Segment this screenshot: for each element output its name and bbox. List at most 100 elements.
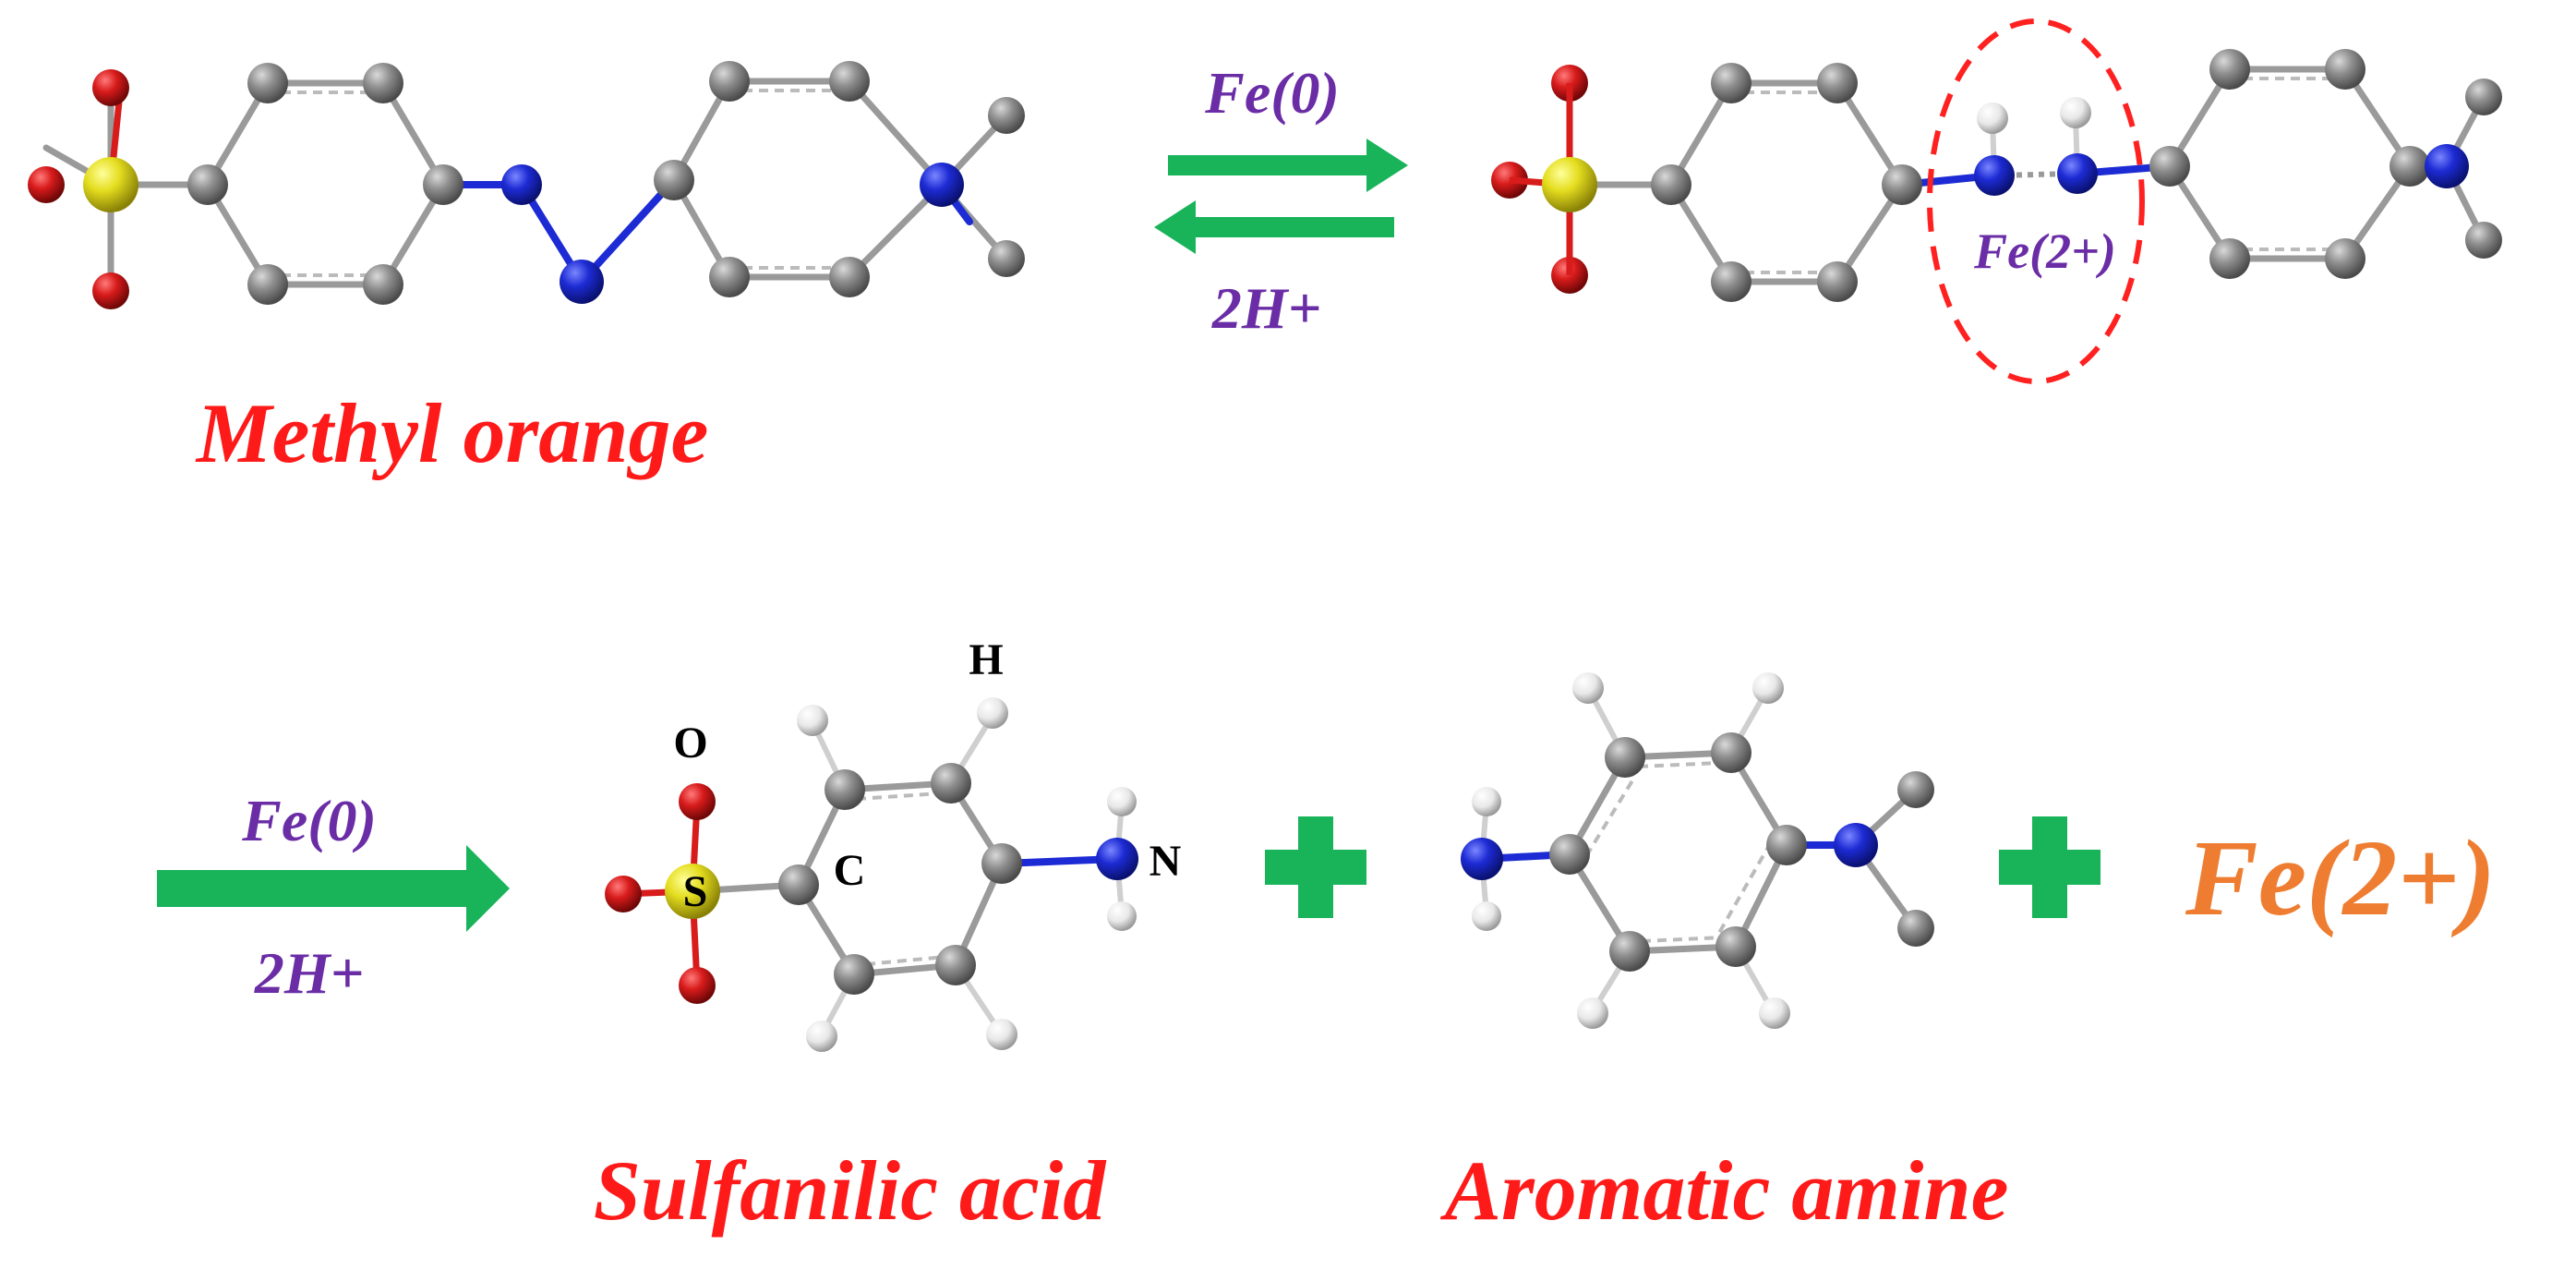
aromatic-amine-name: Aromatic amine: [1440, 1143, 2009, 1238]
nitrogen-atom: [560, 260, 604, 304]
hydrogen-atom: [986, 1019, 1017, 1050]
carbon-atom: [2465, 222, 2502, 259]
oxygen-atom: [679, 783, 716, 820]
carbon-atom: [1609, 931, 1650, 972]
carbon-atom: [2465, 79, 2502, 115]
methyl-orange-molecule: [28, 61, 1025, 309]
reverse-reagent-label: 2H+: [1211, 275, 1321, 341]
carbon-atom: [1817, 261, 1858, 302]
left-arrow-icon: [1154, 200, 1394, 254]
hydrogen-atom: [977, 697, 1008, 729]
atom-label-o: O: [673, 719, 707, 767]
oxygen-atom: [28, 166, 65, 203]
nitrogen-atom: [920, 163, 964, 207]
carbon-atom: [2209, 238, 2250, 279]
carbon-atom: [423, 164, 463, 205]
oxygen-atom: [605, 876, 642, 912]
sulfanilic-acid-name: Sulfanilic acid: [594, 1143, 1108, 1238]
aromatic-amine-molecule: [1461, 672, 1934, 1029]
carbon-atom: [981, 843, 1022, 884]
nitrogen-atom: [1096, 838, 1138, 880]
carbon-atom: [1711, 732, 1751, 773]
iron-ion-product: Fe(2+): [2185, 817, 2496, 938]
step2-top-reagent-label: Fe(0): [241, 788, 377, 853]
atom-label-c: C: [834, 846, 866, 895]
carbon-atom: [363, 63, 403, 103]
carbon-atom: [247, 264, 288, 305]
oxygen-atom: [92, 272, 129, 309]
carbon-atom: [1605, 737, 1645, 778]
oxygen-atom: [679, 967, 716, 1004]
right-arrow-icon: [1168, 139, 1408, 192]
carbon-atom: [834, 954, 874, 995]
sulfur-atom: [665, 864, 720, 919]
nitrogen-atom: [1974, 155, 2015, 196]
hydrogen-atom: [806, 1021, 837, 1052]
carbon-atom: [2325, 238, 2365, 279]
carbon-atom: [1711, 63, 1751, 103]
atom-label-n: N: [1150, 837, 1182, 886]
carbon-atom: [829, 257, 870, 297]
atom-label-s: S: [683, 867, 708, 916]
step2-bottom-reagent-label: 2H+: [254, 940, 364, 1006]
dashed-highlight-ellipse: [1927, 18, 2145, 384]
carbon-atom: [1711, 261, 1751, 302]
right-arrow-icon: [157, 845, 510, 932]
hydrogen-atom: [2060, 97, 2091, 128]
carbon-atom: [1549, 834, 1590, 875]
carbon-atom: [2389, 146, 2430, 187]
oxygen-atom: [92, 69, 129, 106]
step2-arrow: Fe(0) 2H+: [157, 788, 510, 1006]
carbon-atom: [2149, 146, 2190, 187]
carbon-atom: [709, 61, 750, 102]
carbon-atom: [1817, 63, 1858, 103]
nitrogen-atom: [1834, 823, 1878, 867]
hydrogen-atom: [1572, 672, 1604, 704]
carbon-atom: [1897, 771, 1934, 808]
carbon-atom: [829, 61, 870, 102]
sulfur-atom: [83, 157, 138, 212]
carbon-atom: [247, 63, 288, 103]
hydrazo-intermediate-molecule: Fe(2+): [1491, 18, 2502, 384]
hydrogen-atom: [1752, 672, 1784, 704]
hydrogen-atom: [1977, 103, 2008, 134]
hydrogen-atom: [1577, 997, 1608, 1029]
plus-icon: [1265, 816, 1366, 918]
hydrogen-atom: [797, 705, 828, 736]
carbon-atom: [709, 257, 750, 297]
forward-reagent-label: Fe(0): [1204, 60, 1340, 126]
carbon-atom: [935, 945, 976, 985]
hydrogen-atom: [1472, 901, 1501, 931]
carbon-atom: [1766, 825, 1807, 865]
hydrogen-atom: [1759, 997, 1790, 1029]
carbon-atom: [1882, 164, 1922, 205]
sulfanilic-acid-molecule: H O C S N: [605, 635, 1182, 1052]
equilibrium-arrows: Fe(0) 2H+: [1154, 60, 1408, 341]
nitrogen-atom: [1461, 838, 1503, 880]
carbon-atom: [988, 97, 1025, 134]
carbon-atom: [825, 769, 865, 810]
carbon-atom: [187, 164, 228, 205]
carbon-atom: [2209, 49, 2250, 90]
sulfur-atom: [1542, 157, 1597, 212]
atom-label-h: H: [969, 635, 1003, 684]
carbon-atom: [2325, 49, 2365, 90]
hydrogen-atom: [1107, 901, 1137, 931]
nitrogen-atom: [2057, 153, 2098, 194]
methyl-orange-name: Methyl orange: [195, 386, 709, 480]
plus-icon: [1999, 816, 2101, 918]
nitrogen-atom: [2425, 144, 2469, 188]
carbon-atom: [363, 264, 403, 305]
carbon-atom: [988, 240, 1025, 277]
fe-bridge-label: Fe(2+): [1973, 224, 2116, 279]
carbon-atom: [931, 763, 971, 804]
carbon-atom: [1715, 926, 1756, 967]
hydrogen-atom: [1472, 787, 1501, 816]
nitrogen-atom: [501, 164, 542, 205]
carbon-atom: [1897, 910, 1934, 947]
carbon-atom: [654, 160, 694, 200]
carbon-atom: [1651, 164, 1691, 205]
hydrogen-atom: [1107, 787, 1137, 816]
carbon-atom: [778, 864, 819, 905]
